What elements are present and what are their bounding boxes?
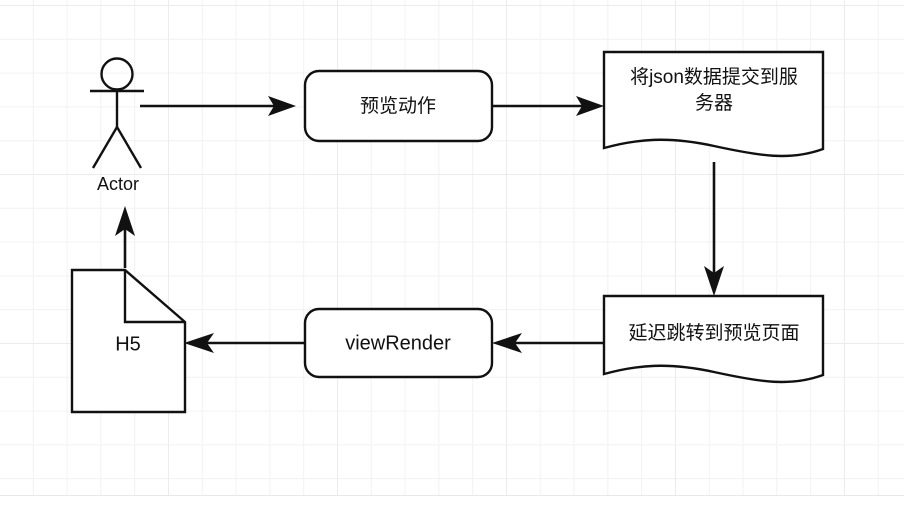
h5-page-label: H5 (115, 333, 141, 355)
actor-head-icon (100, 57, 134, 91)
view-render-label: viewRender (345, 332, 451, 354)
view-render-box[interactable] (303, 307, 494, 379)
delayed-redirect-document-shape[interactable] (602, 294, 825, 384)
actor-label: Actor (97, 174, 139, 194)
actor-leg-right (115, 126, 143, 169)
preview-action-box[interactable] (303, 69, 494, 143)
delayed-redirect-label: 延迟跳转到预览页面 (628, 322, 799, 344)
edge-submit-to-redirect[interactable] (704, 162, 724, 296)
edge-redirect-to-render[interactable] (492, 333, 604, 353)
submit-json-document-shape[interactable] (602, 50, 825, 158)
submit-json-label-line2: 务器 (695, 92, 733, 114)
h5-page-fold-icon (123, 270, 185, 324)
actor-leg-left (91, 126, 119, 169)
submit-json-label-line1: 将json数据提交到服 (630, 66, 798, 88)
edge-render-to-h5[interactable] (184, 333, 304, 353)
node-view-render[interactable]: viewRender (303, 307, 494, 379)
edge-h5-to-actor[interactable] (115, 206, 135, 268)
edge-actor-to-preview[interactable] (140, 96, 296, 116)
node-h5-page[interactable]: H5 (70, 268, 187, 414)
edge-preview-to-submit[interactable] (492, 96, 604, 116)
preview-action-label: 预览动作 (360, 95, 436, 117)
node-submit-json[interactable]: 将json数据提交到服 务器 (602, 50, 825, 158)
node-delayed-redirect[interactable]: 延迟跳转到预览页面 (602, 294, 825, 384)
node-preview-action[interactable]: 预览动作 (303, 69, 494, 143)
node-actor[interactable]: Actor (90, 57, 144, 195)
ruler-strip[interactable] (0, 495, 904, 510)
h5-page-shape[interactable] (70, 268, 187, 414)
